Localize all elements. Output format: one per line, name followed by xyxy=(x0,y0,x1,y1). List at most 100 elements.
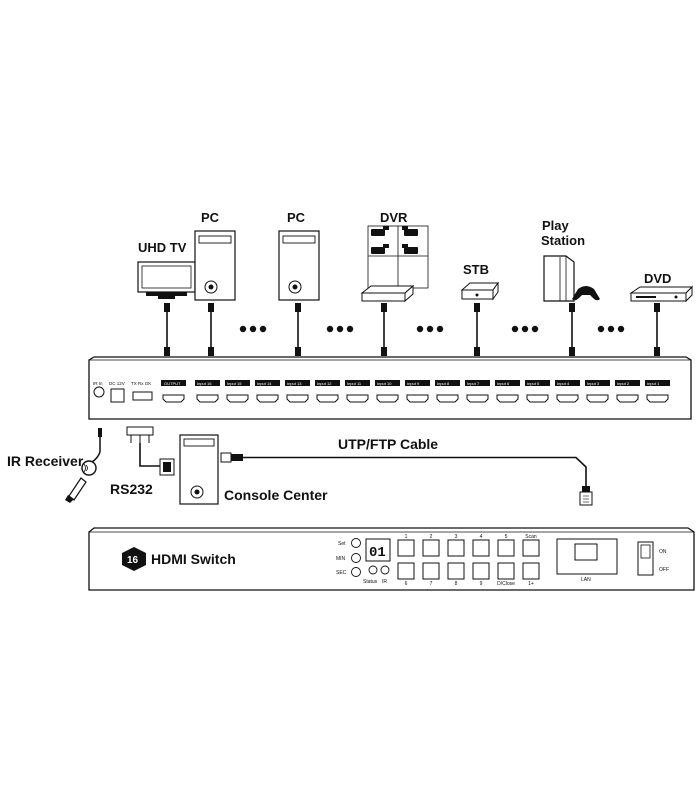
hdmi-cable-pc-left xyxy=(208,303,214,356)
hdmi-input-port-13: Input 13 xyxy=(285,380,310,403)
input-label: Input 5 xyxy=(527,381,540,386)
ir-in-port xyxy=(93,386,105,398)
front-button-label: Scan xyxy=(525,534,537,540)
front-button-3[interactable] xyxy=(447,539,465,557)
input-label: Input 1 xyxy=(647,381,660,386)
front-button-label: 8 xyxy=(455,581,458,587)
power-on-label: ON xyxy=(659,549,667,555)
ir-receiver-label: IR Receiver xyxy=(7,453,84,469)
hdmi-port-socket xyxy=(646,394,669,403)
dc-12v-label: DC 12V xyxy=(109,381,125,386)
front-button-label: 5 xyxy=(505,534,508,540)
set-button[interactable] xyxy=(351,538,361,548)
hdmi-input-port-1: Input 1 xyxy=(645,380,670,403)
front-button-label: 4 xyxy=(480,534,483,540)
front-button-5[interactable] xyxy=(497,539,515,557)
input-label: Input 8 xyxy=(437,381,450,386)
front-button-label: 3 xyxy=(455,534,458,540)
front-button-1-[interactable] xyxy=(522,562,540,580)
ellipsis-dots xyxy=(239,325,625,333)
hdmi-input-port-5: Input 5 xyxy=(525,380,550,403)
hdmi-port-socket xyxy=(556,394,579,403)
front-button-label: 9 xyxy=(480,581,483,587)
hdmi-port-socket xyxy=(616,394,639,403)
dc-12v-port xyxy=(110,388,125,403)
hdmi-input-port-2: Input 2 xyxy=(615,380,640,403)
sec-button[interactable] xyxy=(351,567,361,577)
ir-in-label: IR In xyxy=(93,381,103,386)
input-label: Input 13 xyxy=(287,381,302,386)
input-label-plate xyxy=(225,380,250,386)
input-label-plate xyxy=(525,380,550,386)
hdmi-cable-dvd xyxy=(654,303,660,356)
channel-display xyxy=(365,538,391,562)
front-button-scan[interactable] xyxy=(522,539,540,557)
front-button-9[interactable] xyxy=(472,562,490,580)
front-button-6[interactable] xyxy=(397,562,415,580)
rs232-label: RS232 xyxy=(110,481,153,497)
hdmi-port-socket xyxy=(226,394,249,403)
pc-left-label: PC xyxy=(201,210,220,225)
console-center-label: Console Center xyxy=(224,487,328,503)
rs232-port xyxy=(132,391,153,401)
front-button-2[interactable] xyxy=(422,539,440,557)
input-label-plate xyxy=(465,380,490,386)
hdmi-input-port-3: Input 3 xyxy=(585,380,610,403)
status-led xyxy=(368,565,378,575)
input-label-plate xyxy=(435,380,460,386)
hdmi-port-socket xyxy=(526,394,549,403)
hdmi-output-port xyxy=(162,394,185,403)
hdmi-input-port-7: Input 7 xyxy=(465,380,490,403)
output-port-label-plate xyxy=(161,380,186,386)
front-panel-title: HDMI Switch xyxy=(151,551,236,567)
input-label-plate xyxy=(285,380,310,386)
hdmi-cable-pc-right xyxy=(295,303,301,356)
input-label-plate xyxy=(345,380,370,386)
lan-label: LAN xyxy=(581,577,591,583)
hdmi-port-socket xyxy=(376,394,399,403)
input-label: Input 6 xyxy=(497,381,510,386)
front-panel: 16 HDMI Switch Set MIN SEC 01 Status IR … xyxy=(88,527,695,591)
hdmi-input-port-14: Input 14 xyxy=(255,380,280,403)
hdmi-port-socket xyxy=(406,394,429,403)
front-button-1[interactable] xyxy=(397,539,415,557)
min-label: MIN xyxy=(336,556,346,562)
play-station-label-line2: Station xyxy=(541,233,585,248)
rs232-cable xyxy=(126,426,175,476)
front-button-8[interactable] xyxy=(447,562,465,580)
front-button-label: 1 xyxy=(405,534,408,540)
hdmi-port-socket xyxy=(436,394,459,403)
channel-display-value: 01 xyxy=(369,545,386,561)
hdmi-port-socket xyxy=(466,394,489,403)
input-label: Input 15 xyxy=(227,381,242,386)
hdmi-input-port-12: Input 12 xyxy=(315,380,340,403)
pc-left-tower-icon xyxy=(194,230,236,301)
input-label-plate xyxy=(195,380,220,386)
power-switch-rocker xyxy=(640,544,651,559)
play-station-icon xyxy=(543,255,600,302)
dvd-label: DVD xyxy=(644,271,671,286)
sec-label: SEC xyxy=(336,570,347,576)
input-label: Input 7 xyxy=(467,381,480,386)
input-label-plate xyxy=(555,380,580,386)
front-button-7[interactable] xyxy=(422,562,440,580)
front-button-label: D/Close xyxy=(497,581,515,587)
ir-led xyxy=(380,565,390,575)
input-label: Input 4 xyxy=(557,381,570,386)
front-button-label: 6 xyxy=(405,581,408,587)
hdmi-cable-play-station xyxy=(569,303,575,356)
hdmi-switch-logo: 16 xyxy=(122,547,146,571)
front-button-d-close[interactable] xyxy=(497,562,515,580)
min-button[interactable] xyxy=(351,553,361,563)
dvd-player-icon xyxy=(629,285,694,303)
ir-receiver-assembly xyxy=(65,428,102,503)
front-button-label: 2 xyxy=(430,534,433,540)
hdmi-cable-stb xyxy=(474,303,480,356)
front-button-4[interactable] xyxy=(472,539,490,557)
input-label: Input 11 xyxy=(347,381,362,386)
hdmi-port-socket xyxy=(256,394,279,403)
hdmi-port-socket xyxy=(286,394,309,403)
hdmi-port-socket xyxy=(346,394,369,403)
dvr-with-cameras-icon xyxy=(360,225,429,303)
